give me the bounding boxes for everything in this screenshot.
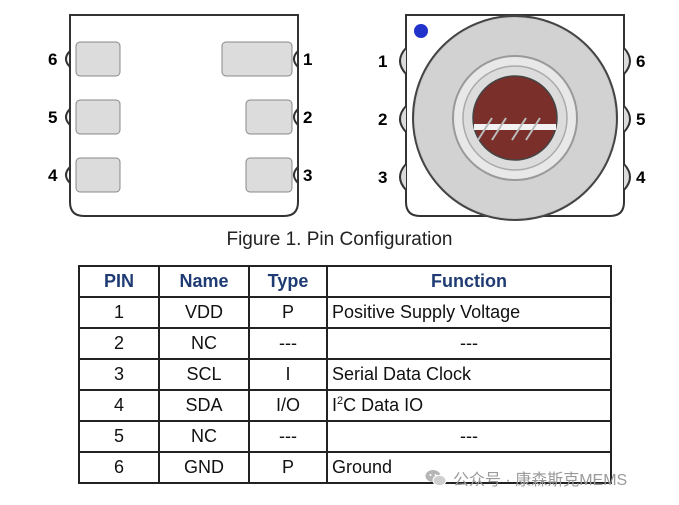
- figure-caption: Figure 1. Pin Configuration: [226, 229, 453, 250]
- header-type: Type: [248, 265, 328, 298]
- pin-configuration-figure: 6 5 4 1 2 3 1 2 3: [0, 0, 679, 230]
- cell-function: ---: [326, 327, 612, 360]
- pad-2: [245, 99, 293, 135]
- table-row: 2 NC --- ---: [78, 327, 612, 360]
- cell-pin: 5: [78, 420, 160, 453]
- package-top-view: 1 2 3 6 5 4: [378, 14, 646, 221]
- pin-label: 3: [378, 168, 387, 187]
- wechat-icon: [425, 470, 447, 487]
- pin-label: 3: [303, 166, 312, 185]
- cell-pin: 4: [78, 389, 160, 422]
- pin-label: 2: [303, 108, 312, 127]
- cell-pin: 2: [78, 327, 160, 360]
- function-text: C Data IO: [343, 395, 424, 415]
- table-header-row: PIN Name Type Function: [78, 265, 612, 298]
- cell-pin: 1: [78, 296, 160, 329]
- pin-label: 6: [48, 50, 57, 69]
- pin-label: 5: [636, 110, 645, 129]
- pad-3: [245, 157, 293, 193]
- pad-1: [221, 41, 293, 77]
- cell-function: Positive Supply Voltage: [326, 296, 612, 329]
- sensor-window: [472, 75, 558, 161]
- pin-label: 1: [303, 50, 312, 69]
- header-function: Function: [326, 265, 612, 298]
- cell-type: P: [248, 296, 328, 329]
- table-row: 3 SCL I Serial Data Clock: [78, 358, 612, 391]
- table-row: 5 NC --- ---: [78, 420, 612, 453]
- cell-function: I2C Data IO: [326, 389, 612, 422]
- pin1-marker-dot: [414, 24, 428, 38]
- pin-label: 2: [378, 110, 387, 129]
- header-pin: PIN: [78, 265, 160, 298]
- cell-name: NC: [158, 327, 250, 360]
- package-bottom-view: 6 5 4 1 2 3: [48, 14, 312, 217]
- table-row: 4 SDA I/O I2C Data IO: [78, 389, 612, 422]
- pad-4: [75, 157, 121, 193]
- cell-type: I/O: [248, 389, 328, 422]
- cell-name: SDA: [158, 389, 250, 422]
- cell-pin: 3: [78, 358, 160, 391]
- cell-pin: 6: [78, 451, 160, 484]
- pin-table: PIN Name Type Function 1 VDD P Positive …: [78, 265, 612, 484]
- pad-6: [75, 41, 121, 77]
- pin-label: 4: [636, 168, 646, 187]
- watermark: 公众号 · 康森斯克MEMS: [425, 466, 627, 490]
- cell-type: ---: [248, 420, 328, 453]
- function-prefix: I: [332, 395, 338, 415]
- cell-function: ---: [326, 420, 612, 453]
- cell-type: I: [248, 358, 328, 391]
- pad-5: [75, 99, 121, 135]
- pin-label: 1: [378, 52, 387, 71]
- function-superscript: 2: [337, 395, 344, 407]
- header-name: Name: [158, 265, 250, 298]
- cell-type: ---: [248, 327, 328, 360]
- pin-label: 4: [48, 166, 58, 185]
- cell-name: SCL: [158, 358, 250, 391]
- cell-function: Ground: [326, 451, 612, 484]
- cell-name: NC: [158, 420, 250, 453]
- table-row: 6 GND P Ground: [78, 451, 612, 484]
- pin-label: 5: [48, 108, 57, 127]
- pin-label: 6: [636, 52, 645, 71]
- table-row: 1 VDD P Positive Supply Voltage: [78, 296, 612, 329]
- watermark-text: 公众号 · 康森斯克MEMS: [453, 472, 628, 489]
- cell-function: Serial Data Clock: [326, 358, 612, 391]
- cell-name: VDD: [158, 296, 250, 329]
- cell-type: P: [248, 451, 328, 484]
- cell-name: GND: [158, 451, 250, 484]
